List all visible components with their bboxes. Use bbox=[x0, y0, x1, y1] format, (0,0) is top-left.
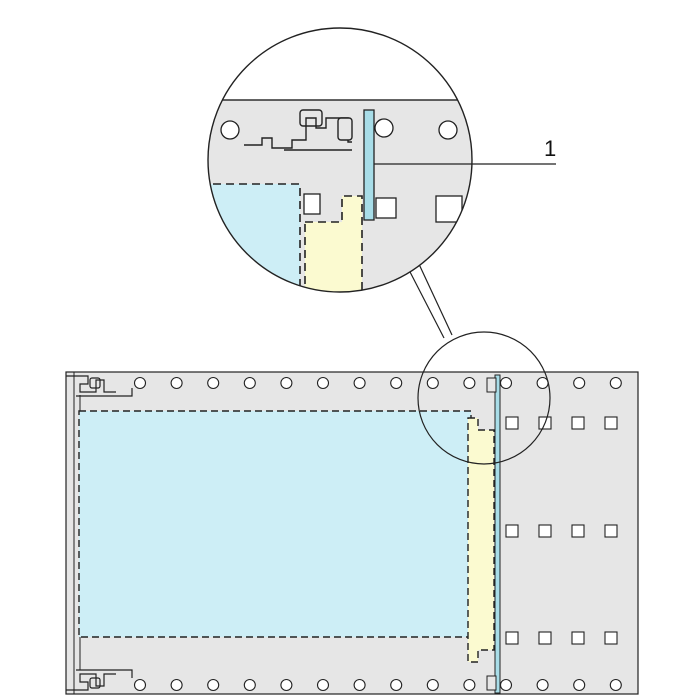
perforation-hole bbox=[316, 376, 330, 390]
perforation-hole bbox=[573, 376, 586, 390]
perforation-hole bbox=[390, 376, 403, 390]
square-cutout bbox=[571, 631, 585, 645]
square-cutout bbox=[604, 524, 618, 538]
perforation-hole bbox=[280, 678, 293, 692]
square-cutout bbox=[571, 524, 585, 538]
detail-circle-outline bbox=[207, 27, 473, 293]
detail-insert bbox=[304, 195, 363, 292]
square-cutout bbox=[538, 631, 552, 645]
magnifier-circle bbox=[417, 331, 551, 465]
perforation-holes bbox=[133, 376, 622, 692]
perforation-hole bbox=[499, 376, 513, 390]
bottom-left-profile bbox=[66, 669, 133, 691]
perforation-hole bbox=[133, 678, 147, 692]
callout-label: 1 bbox=[544, 136, 556, 161]
top-left-profile bbox=[66, 375, 133, 397]
detail-squares bbox=[303, 193, 463, 223]
perforation-hole bbox=[499, 678, 513, 692]
detail-seal bbox=[363, 109, 375, 221]
perforation-hole bbox=[133, 376, 147, 390]
perforation-hole bbox=[316, 678, 330, 692]
detail-view bbox=[207, 27, 473, 293]
detail-profile bbox=[244, 109, 353, 151]
main-elevation-view bbox=[65, 371, 639, 695]
perforation-hole bbox=[536, 376, 549, 390]
perforation-hole bbox=[463, 376, 476, 390]
perforation-hole bbox=[573, 678, 586, 692]
perforation-hole bbox=[536, 678, 549, 692]
perforation-hole bbox=[353, 376, 366, 390]
leader-line-left bbox=[407, 267, 445, 339]
insert-strip bbox=[467, 417, 495, 663]
seal-clip-bottom bbox=[486, 675, 497, 691]
square-cutout bbox=[505, 524, 519, 538]
perforation-hole bbox=[243, 678, 256, 692]
perforation-hole bbox=[207, 376, 220, 390]
square-cutout bbox=[505, 416, 519, 430]
perforation-hole bbox=[353, 678, 366, 692]
perforation-hole bbox=[280, 376, 293, 390]
perforation-hole bbox=[463, 678, 476, 692]
leader-line-right bbox=[417, 261, 453, 336]
square-cutout bbox=[604, 631, 618, 645]
seal-strip bbox=[494, 374, 501, 694]
square-cutout bbox=[538, 524, 552, 538]
perforation-hole bbox=[426, 376, 439, 390]
perforation-hole bbox=[243, 376, 256, 390]
perforation-hole bbox=[609, 678, 622, 692]
square-cutout bbox=[505, 631, 519, 645]
detail-holes bbox=[220, 118, 458, 140]
perforation-hole bbox=[170, 376, 183, 390]
perforation-hole bbox=[170, 678, 183, 692]
square-cutout bbox=[571, 416, 585, 430]
seal-clip-top bbox=[486, 377, 497, 393]
square-cutout bbox=[604, 416, 618, 430]
perforation-hole bbox=[390, 678, 403, 692]
glass-area bbox=[78, 410, 472, 638]
perforation-hole bbox=[426, 678, 439, 692]
perforation-hole bbox=[207, 678, 220, 692]
square-cutouts bbox=[505, 416, 618, 645]
perforation-hole bbox=[609, 376, 622, 390]
